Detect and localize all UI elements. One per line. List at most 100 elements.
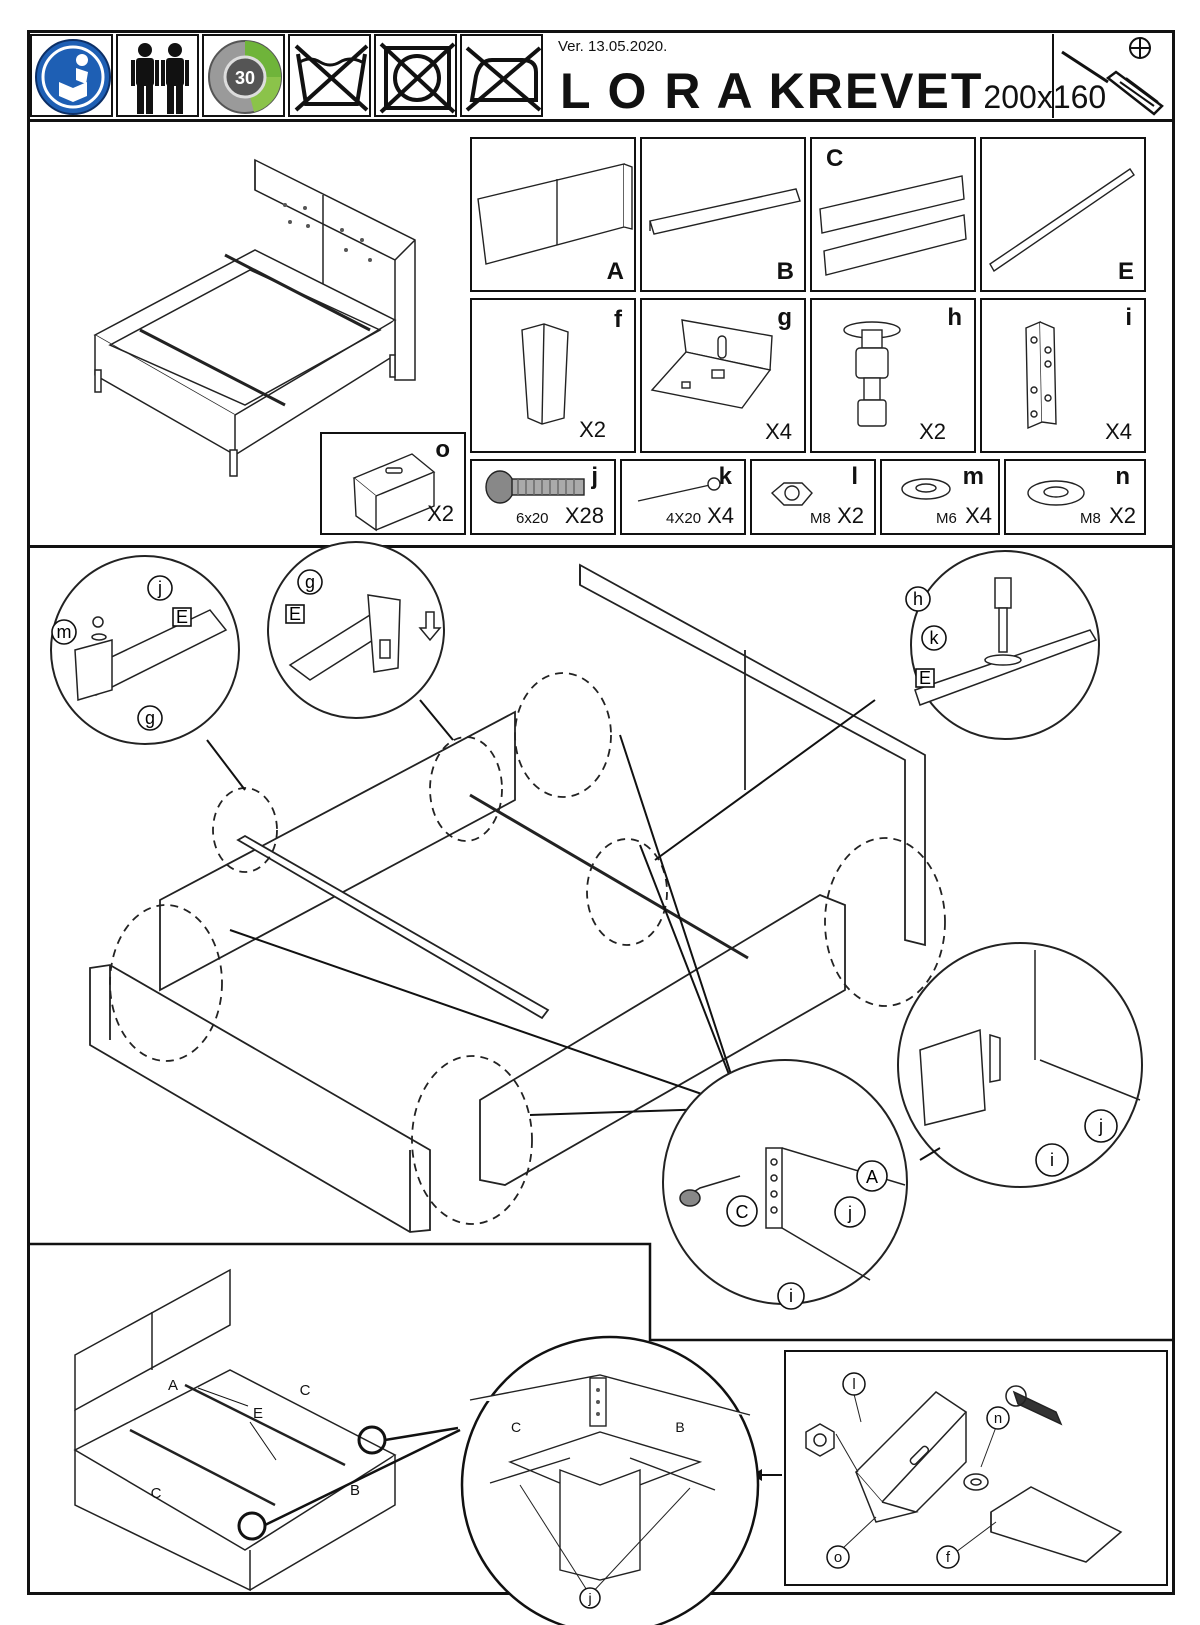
part-o-qty: X2 xyxy=(427,501,454,526)
leg-icon xyxy=(521,323,569,425)
callout-g-2: g xyxy=(305,572,315,592)
hardware-n-label: n xyxy=(1115,463,1130,490)
step2-bed-illustration: A C E C B xyxy=(73,1268,397,1592)
callout-A: A xyxy=(866,1167,878,1187)
panel-label-o: o xyxy=(834,1549,842,1566)
hardware-k-qty: X4 xyxy=(707,503,734,528)
washer-m-icon xyxy=(901,478,951,500)
callout-i-2: i xyxy=(1050,1150,1054,1170)
step2-label-A: A xyxy=(168,1377,178,1394)
part-f-qty: X2 xyxy=(579,417,606,442)
part-A-box: A xyxy=(470,137,636,292)
hardware-k-size: 4X20 xyxy=(666,510,702,527)
hardware-l-box: l M8 X2 xyxy=(750,459,876,535)
part-o-label: o xyxy=(435,436,450,463)
callout-i-1: i xyxy=(789,1286,793,1306)
hardware-l-size: M8 xyxy=(810,510,831,527)
read-manual-icon xyxy=(30,34,113,117)
hardware-j-label: j xyxy=(591,463,598,490)
callout-C: C xyxy=(736,1202,749,1222)
hardware-n-qty: X2 xyxy=(1109,503,1136,528)
step2-corner-detail: C B j xyxy=(460,1335,760,1625)
hardware-l-label: l xyxy=(851,463,858,490)
hardware-m-label: m xyxy=(962,463,984,490)
time-30-icon: 30 xyxy=(202,34,285,117)
step2-label-C-2: C xyxy=(151,1485,162,1502)
version-text: Ver. 13.05.2020. xyxy=(558,38,668,55)
step2-label-E: E xyxy=(253,1405,263,1422)
bed-overview-illustration xyxy=(93,158,416,477)
callout-j-3: j xyxy=(1098,1116,1103,1136)
callout-k: k xyxy=(930,628,940,648)
no-iron-icon xyxy=(460,34,543,117)
detail-label-B: B xyxy=(675,1419,684,1435)
no-wash-icon xyxy=(288,34,371,117)
timer-value: 30 xyxy=(235,68,255,88)
hardware-m-box: m M6 X4 xyxy=(880,459,1000,535)
part-o-box: o X2 xyxy=(320,432,466,535)
leg-assembly-panel: l n o f xyxy=(784,1350,1168,1586)
header-divider xyxy=(27,119,1175,122)
leg-assembly-diagram: l n o f xyxy=(805,1372,1123,1569)
callout-g-1: g xyxy=(145,708,155,728)
nut-l-icon xyxy=(770,482,813,506)
panel-label-f: f xyxy=(946,1549,951,1566)
part-h-label: h xyxy=(947,304,962,331)
callout-h: h xyxy=(913,589,923,609)
part-C-label: C xyxy=(826,145,844,172)
part-B-box: B xyxy=(640,137,806,292)
detail-label-C: C xyxy=(511,1419,521,1435)
hardware-j-box: j 6x20 X28 xyxy=(470,459,616,535)
step2-label-B: B xyxy=(350,1482,360,1499)
hardware-m-qty: X4 xyxy=(965,503,992,528)
part-h-box: h X2 xyxy=(810,298,976,453)
bracket-g-icon xyxy=(650,319,773,409)
part-h-qty: X2 xyxy=(919,419,946,444)
hardware-m-size: M6 xyxy=(936,510,957,527)
step2-label-C: C xyxy=(300,1382,311,1399)
two-persons-icon xyxy=(116,34,199,117)
adjustable-foot-icon xyxy=(843,321,901,427)
hardware-k-box: k 4X20 X4 xyxy=(620,459,746,535)
product-size: 200x160 xyxy=(983,79,1107,115)
callout-E-3: E xyxy=(919,668,931,688)
part-A-label: A xyxy=(606,258,624,285)
hardware-k-label: k xyxy=(718,463,732,490)
detail-label-j: j xyxy=(587,1590,591,1606)
callout-E-1: E xyxy=(176,607,188,627)
part-i-box: i X4 xyxy=(980,298,1146,453)
step1-assembly-diagram xyxy=(50,541,1143,1305)
part-E-box: E xyxy=(980,137,1146,292)
section-divider xyxy=(27,545,1175,548)
hardware-n-box: n M8 X2 xyxy=(1004,459,1146,535)
callout-E-2: E xyxy=(289,604,301,624)
part-f-box: f X2 xyxy=(470,298,636,453)
washer-n-icon xyxy=(1027,480,1085,506)
tool-panel xyxy=(1052,34,1172,118)
part-E-label: E xyxy=(1117,258,1134,285)
product-title: L O R A KREVET200x160 xyxy=(560,62,1106,120)
callout-m: m xyxy=(57,622,72,642)
part-i-qty: X4 xyxy=(1105,419,1132,444)
part-B-label: B xyxy=(776,258,794,285)
bolt-j-icon xyxy=(485,470,585,504)
no-tumble-dry-icon xyxy=(374,34,457,117)
part-g-box: g X4 xyxy=(640,298,806,453)
corner-plate-icon xyxy=(1025,320,1057,430)
callout-j-2: j xyxy=(847,1203,852,1223)
leg-bracket-o-icon xyxy=(352,453,436,532)
part-g-label: g xyxy=(777,304,792,331)
hardware-n-size: M8 xyxy=(1080,510,1101,527)
product-name: L O R A KREVET xyxy=(560,63,984,119)
phillips-screwdriver-icon xyxy=(1061,37,1164,116)
screw-k-icon xyxy=(637,477,721,502)
hardware-l-qty: X2 xyxy=(837,503,864,528)
callout-j-1: j xyxy=(157,578,162,598)
part-g-qty: X4 xyxy=(765,419,792,444)
part-C-box: C xyxy=(810,137,976,292)
part-f-label: f xyxy=(614,306,622,333)
part-i-label: i xyxy=(1125,304,1132,331)
hardware-j-qty: X28 xyxy=(564,503,604,528)
